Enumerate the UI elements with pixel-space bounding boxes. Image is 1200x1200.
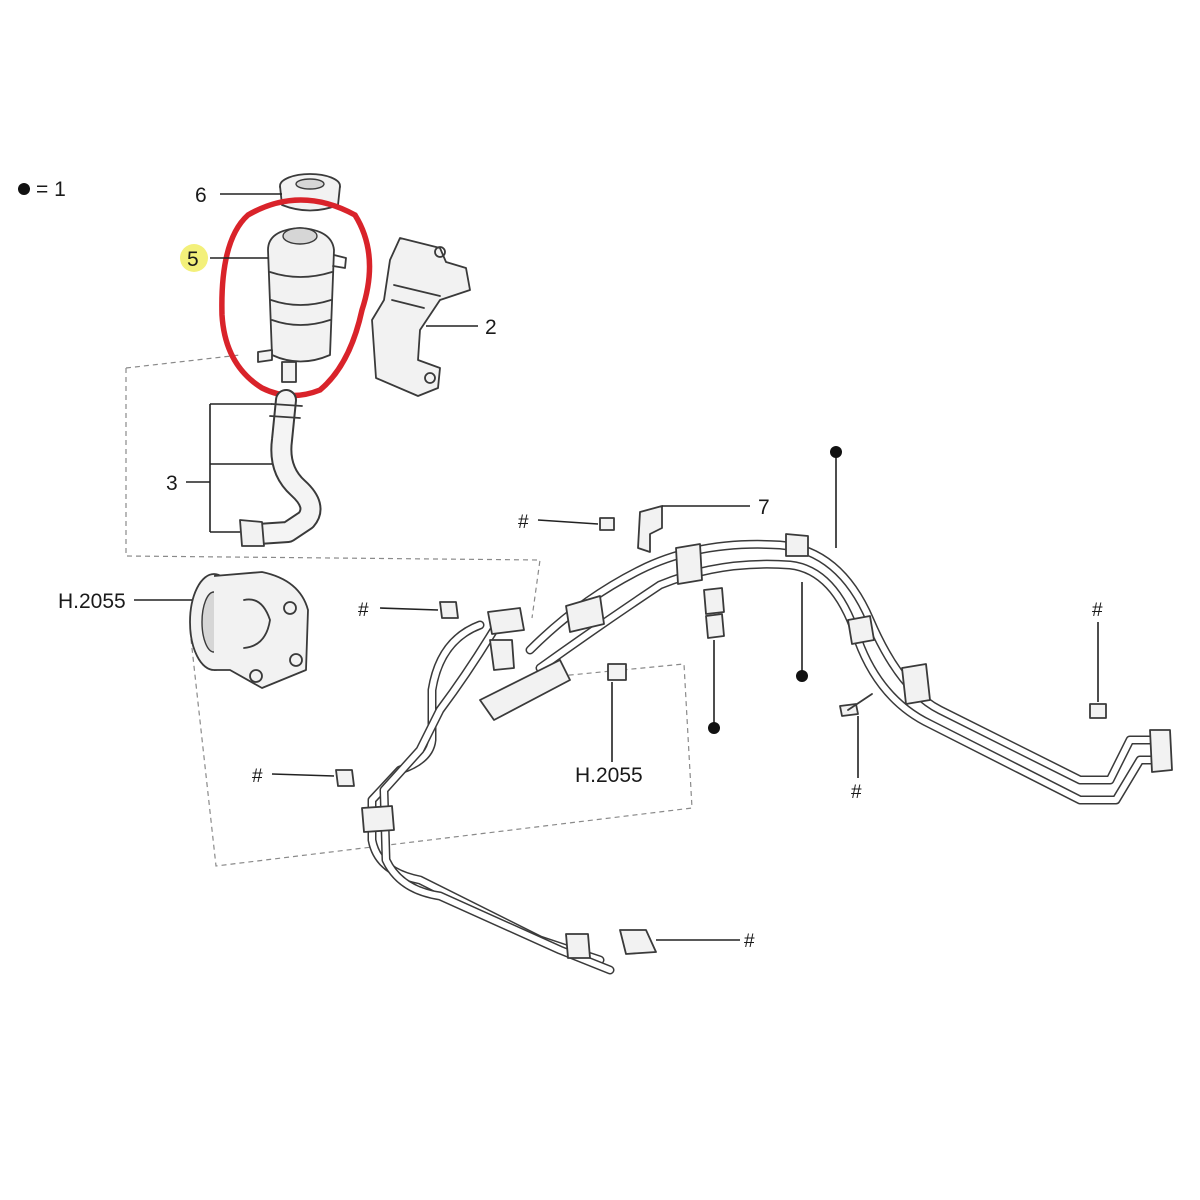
callout-labels: 6 5 2 3 H.2055 7 H.2055 # # # # # # (58, 184, 1103, 952)
pump-lines-group-outline (189, 629, 693, 867)
callout-fastener: # (252, 766, 263, 787)
legend-text: = 1 (36, 178, 66, 201)
callout-clip: 7 (758, 496, 770, 519)
callout-fastener: # (518, 512, 529, 533)
callout-fastener: # (1092, 600, 1103, 621)
callout-hose: 3 (166, 472, 178, 495)
steering-lines (361, 533, 1173, 975)
legend-dot-icon (18, 183, 30, 195)
power-steering-pump (189, 571, 309, 689)
callout-bracket: 2 (485, 316, 497, 339)
callout-fastener: # (358, 600, 369, 621)
reservoir (257, 227, 347, 383)
callout-pump: H.2055 (58, 590, 126, 613)
line-clip (637, 505, 663, 553)
callout-fastener: # (851, 782, 862, 803)
reservoir-hose (239, 389, 322, 547)
reference-dot-icon (708, 722, 720, 734)
reference-dots (708, 446, 842, 734)
callout-fitting: H.2055 (575, 764, 643, 787)
reservoir-pump-group-outline (125, 354, 541, 619)
leader-lines (134, 193, 1099, 941)
legend: = 1 (18, 178, 66, 201)
reference-dot-icon (830, 446, 842, 458)
mounting-bracket (371, 237, 471, 397)
assembly-outlines (125, 354, 693, 867)
callout-cap: 6 (195, 184, 207, 207)
callout-reservoir: 5 (187, 248, 199, 271)
callout-fastener: # (744, 931, 755, 952)
reference-dot-icon (796, 670, 808, 682)
reservoir-highlight-ring (219, 197, 373, 399)
callout-highlight-marker (180, 244, 208, 272)
fasteners (335, 517, 1107, 955)
